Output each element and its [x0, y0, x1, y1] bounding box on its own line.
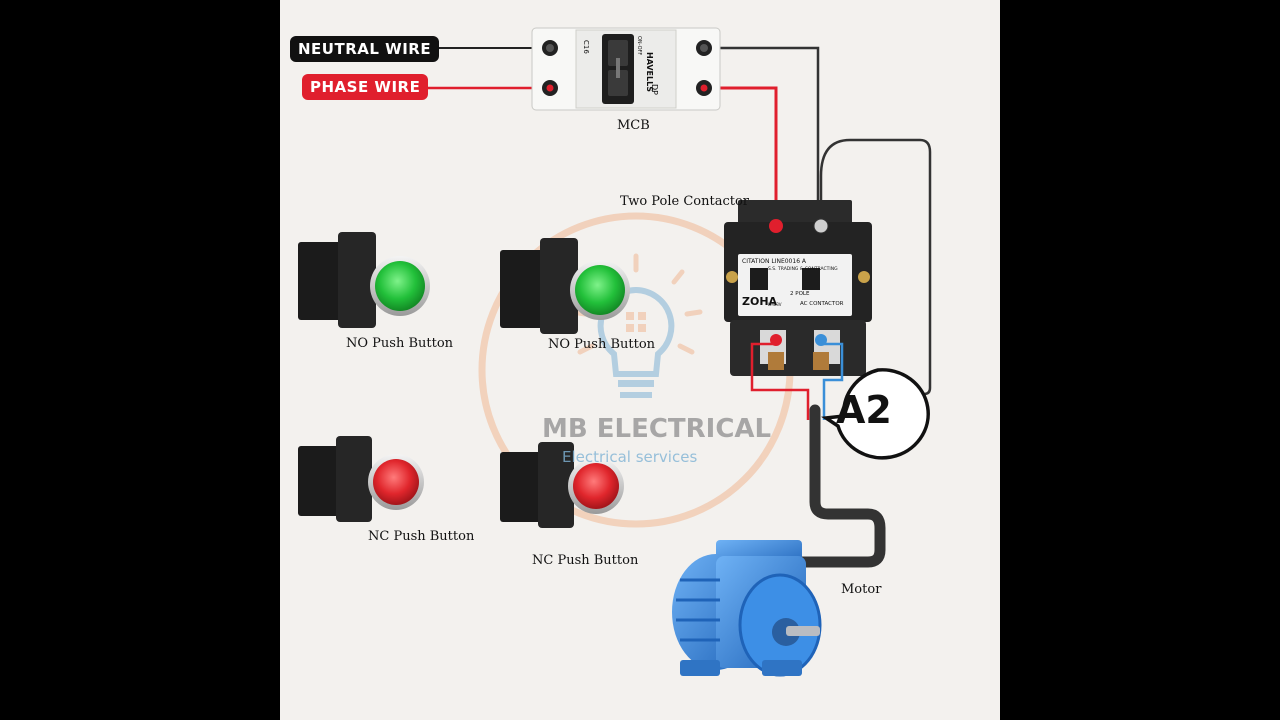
two-pole-contactor-label: Two Pole Contactor	[620, 194, 749, 209]
mcb-on-off: ON-OFF	[636, 36, 642, 55]
mcb-brand: HAVELLS	[645, 52, 654, 92]
contactor-brand: ZOHA	[742, 295, 778, 308]
nc-push-button-2	[500, 442, 624, 528]
nc-push-button-1	[298, 436, 424, 522]
neutral-wire-label: NEUTRAL WIRE	[290, 36, 440, 62]
contactor-device: CITATION LINE0016 A S.S. TRADING & CONTR…	[724, 200, 872, 376]
motor-phase-wire	[750, 342, 810, 420]
no-push-button-label-2: NO Push Button	[548, 337, 656, 352]
motor-cable	[784, 404, 886, 568]
phase-wire-mcb-contactor	[704, 86, 778, 226]
watermark-subtitle: Electrical services	[562, 448, 698, 466]
phase-wire-label: PHASE WIRE	[302, 74, 429, 100]
control-loop-wire	[819, 138, 932, 396]
diagram-canvas: HAVELLS C16 DP ON-OFF CITATION LINE0016 …	[298, 27, 932, 677]
mcb-rating: C16	[582, 40, 590, 54]
motor-device	[672, 540, 822, 677]
nc-push-button-label-2: NC Push Button	[532, 553, 639, 568]
no-push-button-label-1: NO Push Button	[346, 336, 454, 351]
watermark-title: MB ELECTRICAL	[542, 414, 772, 444]
contactor-coil: LM03V	[768, 302, 782, 307]
contactor-poles: 2 POLE	[790, 291, 810, 297]
neutral-wire-mcb-contactor	[704, 46, 821, 210]
no-push-button-2	[500, 238, 630, 334]
contactor-model: CITATION LINE0016 A	[742, 258, 807, 265]
a2-callout-label: A2	[836, 388, 892, 432]
motor-blue-wire	[821, 342, 844, 420]
a2-callout-bubble	[821, 368, 930, 460]
contactor-maker: S.S. TRADING & CONTRACTING	[768, 266, 838, 272]
wiring-diagram: HAVELLS C16 DP ON-OFF CITATION LINE0016 …	[280, 0, 1000, 720]
mcb-pole-type: DP	[650, 84, 659, 95]
contactor-type: AC CONTACTOR	[800, 301, 844, 307]
motor-label: Motor	[841, 582, 882, 597]
mcb-label: MCB	[617, 118, 650, 133]
mcb-device: HAVELLS C16 DP ON-OFF	[531, 27, 721, 111]
nc-push-button-label-1: NC Push Button	[368, 529, 475, 544]
no-push-button-1	[298, 232, 430, 328]
